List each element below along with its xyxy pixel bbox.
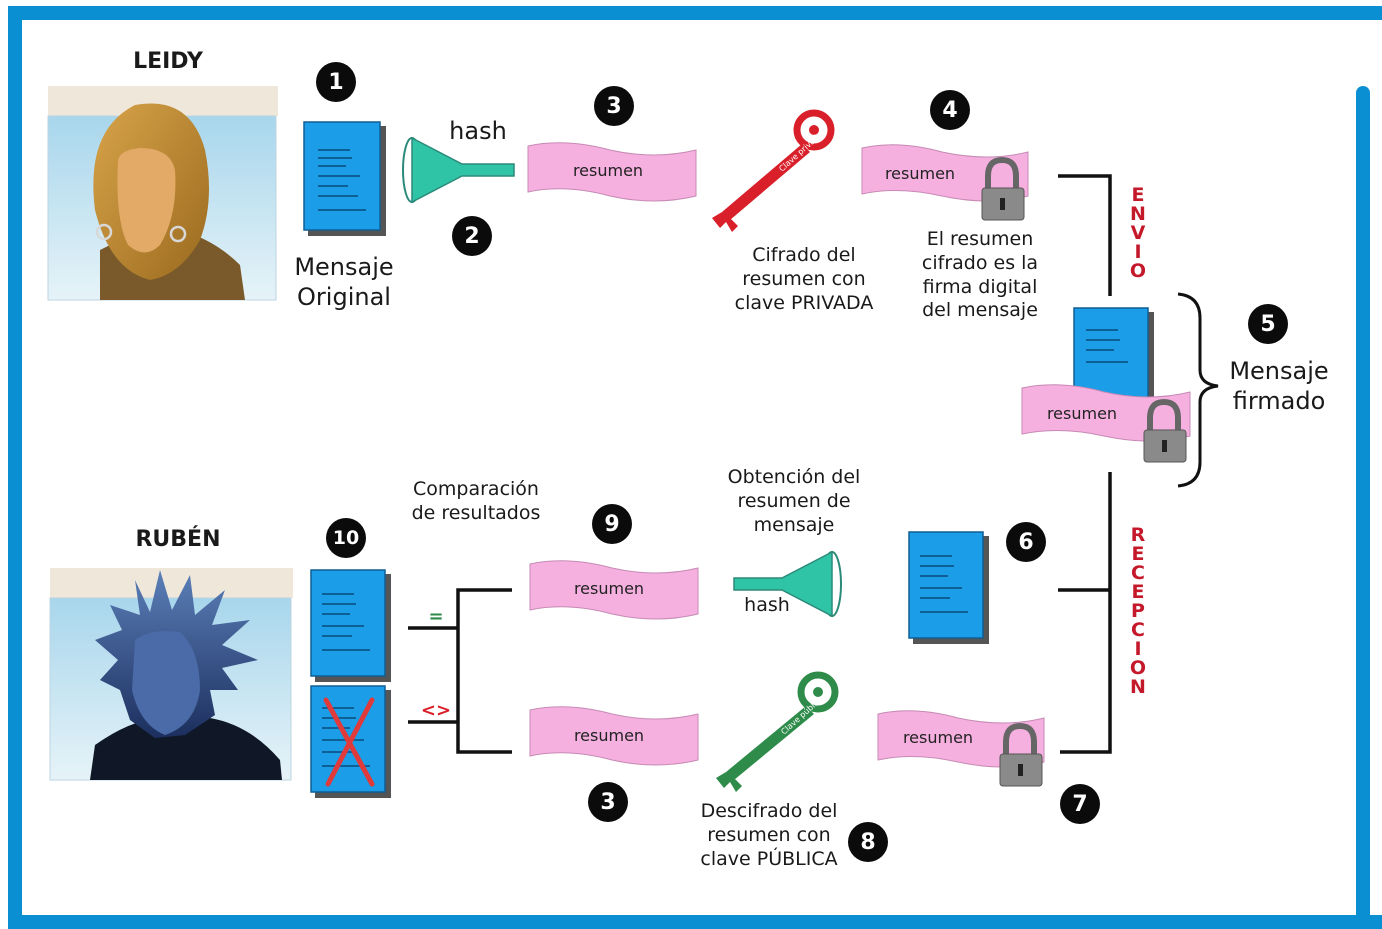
sender-name: LEIDY [133, 49, 203, 74]
not-equal-sign: <> [420, 700, 452, 721]
step-10: 10 [326, 518, 366, 558]
padlock-icon [981, 156, 1025, 221]
step-7: 7 [1060, 784, 1100, 824]
avatar-ruben [49, 568, 293, 781]
document-icon [908, 531, 989, 644]
step-9: 9 [592, 504, 632, 544]
frame-left-border [8, 6, 22, 929]
receiver-name: RUBÉN [135, 527, 221, 552]
funnel-icon [733, 550, 842, 618]
step-8: 8 [848, 822, 888, 862]
svg-text:resumen: resumen [1047, 404, 1117, 423]
step-4: 4 [930, 90, 970, 130]
private-key-icon: Clave privada [712, 109, 835, 232]
public-key-icon: Clave pública [716, 671, 839, 792]
step-3-top: 3 [594, 86, 634, 126]
frame-right-border [1356, 86, 1370, 929]
equal-sign: = [428, 606, 444, 627]
resumen-banner: resumen [527, 142, 697, 202]
hash-label-bottom: hash [744, 594, 790, 616]
brace [1177, 292, 1219, 488]
svg-text:resumen: resumen [903, 728, 973, 747]
step-1: 1 [316, 62, 356, 102]
hash-label-top: hash [449, 117, 507, 145]
resumen-banner: resumen [529, 560, 699, 620]
svg-text:resumen: resumen [574, 726, 644, 745]
step-5: 5 [1248, 304, 1288, 344]
funnel-icon [402, 136, 515, 204]
svg-text:resumen: resumen [885, 164, 955, 183]
svg-text:resumen: resumen [573, 161, 643, 180]
step-3-bottom: 3 [588, 782, 628, 822]
svg-text:resumen: resumen [574, 579, 644, 598]
resumen-banner: resumen [529, 706, 699, 766]
padlock-icon [1143, 398, 1187, 463]
frame-top-border [8, 6, 1382, 20]
padlock-icon [999, 722, 1043, 787]
avatar-leidy [47, 86, 278, 301]
step-2: 2 [452, 216, 492, 256]
resumen-banner: resumen [877, 710, 1045, 768]
connector-lines [408, 174, 1112, 754]
frame-bottom-border [8, 915, 1382, 929]
document-icon [310, 569, 391, 682]
cross-icon [323, 697, 375, 787]
document-icon [303, 121, 386, 236]
step-6: 6 [1006, 522, 1046, 562]
